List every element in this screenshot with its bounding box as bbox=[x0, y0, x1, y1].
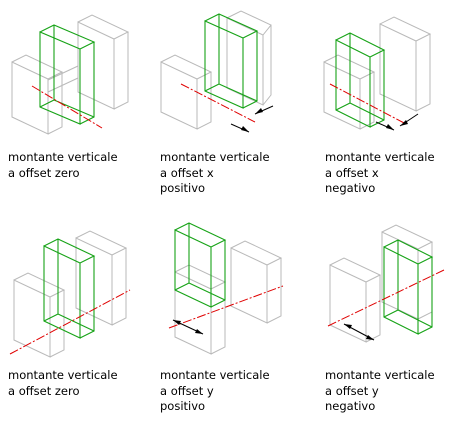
center-line bbox=[329, 83, 407, 125]
caption-line-1: montante verticale bbox=[160, 150, 270, 164]
dimension-arrows bbox=[172, 319, 204, 335]
caption-line-1: montante verticale bbox=[160, 368, 270, 382]
caption-line-3: positivo bbox=[160, 399, 206, 413]
caption-line-1: montante verticale bbox=[8, 368, 118, 382]
caption-line-1: montante verticale bbox=[325, 150, 435, 164]
caption-line-2: a offset zero bbox=[8, 165, 80, 180]
mullion-box bbox=[204, 13, 259, 109]
mullion-box bbox=[43, 238, 96, 339]
mullion-box bbox=[174, 222, 227, 308]
caption-line-2: a offset zero bbox=[8, 383, 80, 398]
mullion-zero-offset-x-illustration bbox=[11, 14, 130, 135]
dimension-arrows bbox=[230, 105, 274, 133]
curtain-panel-outline bbox=[11, 14, 130, 135]
caption-line-3: positivo bbox=[160, 181, 206, 195]
mullion-negative-offset-x-illustration bbox=[323, 16, 432, 131]
panel-bottom-middle: montante verticale a offset y positivo bbox=[155, 210, 310, 421]
caption-line-3: negativo bbox=[325, 399, 376, 413]
mullion-positive-offset-x-illustration bbox=[160, 10, 274, 133]
curtain-panel-outline bbox=[160, 10, 272, 130]
center-line bbox=[31, 85, 103, 129]
caption-line-2: a offset x bbox=[325, 165, 379, 180]
caption: montante verticale a offset x positivo bbox=[160, 150, 270, 197]
center-line bbox=[180, 83, 256, 123]
panel-top-middle: montante verticale a offset x positivo bbox=[155, 0, 310, 210]
dimension-arrows bbox=[343, 323, 375, 341]
dimension-arrows bbox=[375, 113, 419, 131]
panel-top-left: montante verticale a offset zero bbox=[0, 0, 150, 200]
mullion-zero-offset-y-illustration bbox=[9, 230, 131, 358]
panel-bottom-right: montante verticale a offset y negativo bbox=[318, 210, 463, 421]
mullion-box bbox=[335, 32, 386, 128]
mullion-positive-offset-y-illustration bbox=[168, 222, 284, 355]
center-line bbox=[168, 285, 284, 329]
caption-line-3: negativo bbox=[325, 181, 376, 195]
caption: montante verticale a offset x negativo bbox=[325, 150, 435, 197]
caption: montante verticale a offset y positivo bbox=[160, 368, 270, 415]
caption-line-1: montante verticale bbox=[8, 150, 118, 164]
caption: montante verticale a offset y negativo bbox=[325, 368, 435, 415]
caption-line-2: a offset y bbox=[160, 383, 214, 398]
curtain-panel-outline bbox=[323, 16, 432, 130]
caption: montante verticale a offset zero bbox=[8, 368, 118, 399]
caption-line-2: a offset y bbox=[325, 383, 379, 398]
panel-bottom-left: montante verticale a offset zero bbox=[0, 210, 150, 421]
mullion-box bbox=[383, 239, 434, 335]
center-line bbox=[9, 289, 131, 355]
curtain-panel-outline bbox=[174, 240, 283, 355]
caption-line-2: a offset x bbox=[160, 165, 214, 180]
mullion-negative-offset-y-illustration bbox=[327, 224, 445, 343]
curtain-panel-outline bbox=[13, 230, 128, 358]
caption-line-1: montante verticale bbox=[325, 368, 435, 382]
caption: montante verticale a offset zero bbox=[8, 150, 118, 181]
panel-top-right: montante verticale a offset x negativo bbox=[318, 0, 463, 210]
center-line bbox=[327, 269, 445, 327]
